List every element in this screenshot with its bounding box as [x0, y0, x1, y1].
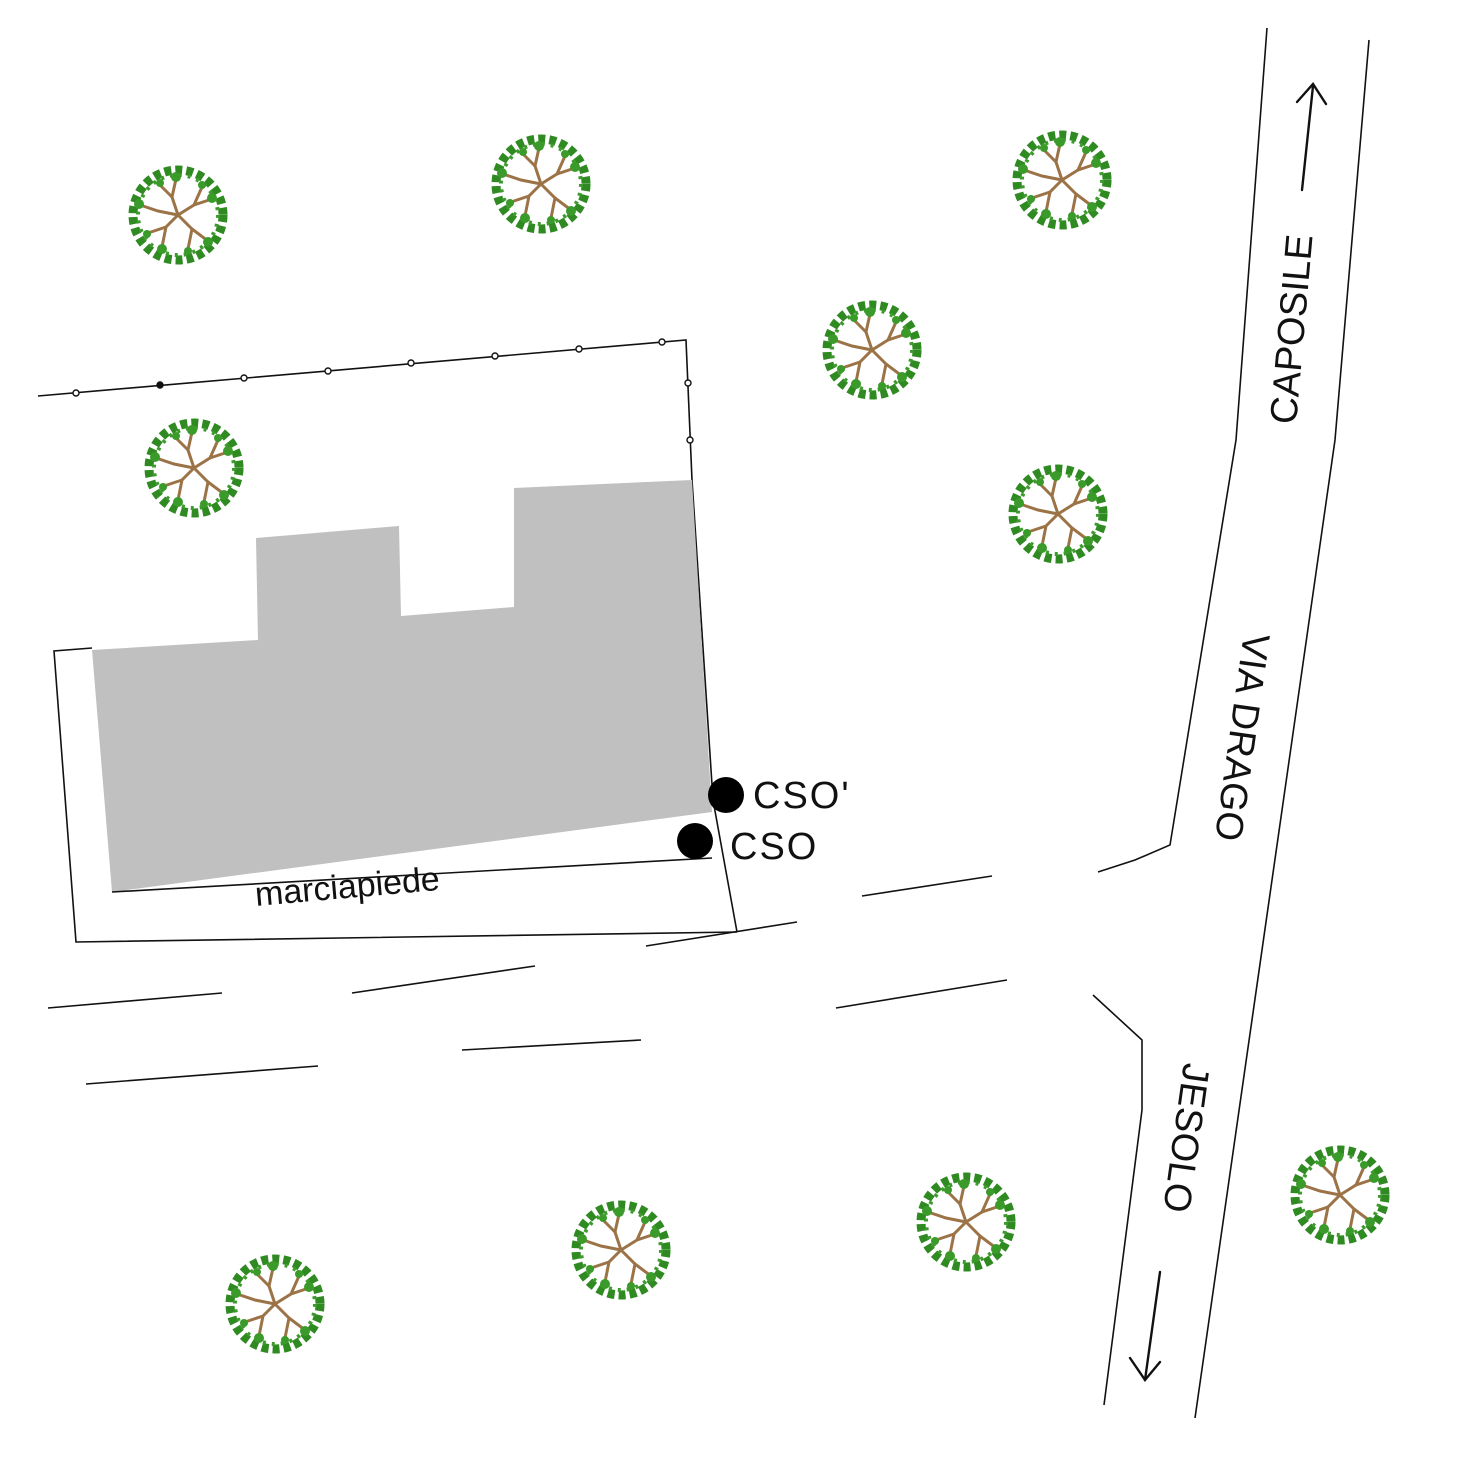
- road-label-via-drago: VIA DRAGO: [1206, 631, 1277, 844]
- road-label-caposile: CAPOSILE: [1263, 233, 1321, 426]
- building-footprint: [92, 480, 712, 892]
- tree-icon: [921, 1177, 1011, 1267]
- main-road-edges: [1092, 27, 1370, 1419]
- sampling-point-marker-cso[interactable]: [677, 823, 713, 859]
- sampling-label-cso: CSO: [730, 826, 818, 868]
- tree-icon: [496, 139, 586, 229]
- tree-icon: [1295, 1150, 1385, 1240]
- road-label-jesolo: JESOLO: [1154, 1061, 1216, 1215]
- direction-arrow-icon: [1128, 1270, 1162, 1382]
- property-fence: [37, 338, 694, 481]
- tree-icon: [1017, 135, 1107, 225]
- road-lines: [47, 875, 1008, 1085]
- tree-icon: [133, 170, 223, 260]
- sampling-point-marker-cso-prime[interactable]: [708, 777, 744, 813]
- lot-outline: [53, 479, 738, 943]
- sampling-label-cso-prime: CSO': [753, 775, 851, 817]
- tree-icon: [827, 305, 917, 395]
- direction-arrow-icon: [1295, 82, 1328, 192]
- tree-icon: [149, 423, 239, 513]
- tree-icon: [1013, 469, 1103, 559]
- tree-icon: [230, 1259, 320, 1349]
- sidewalk-edge: [111, 857, 713, 893]
- tree-icon: [576, 1205, 666, 1295]
